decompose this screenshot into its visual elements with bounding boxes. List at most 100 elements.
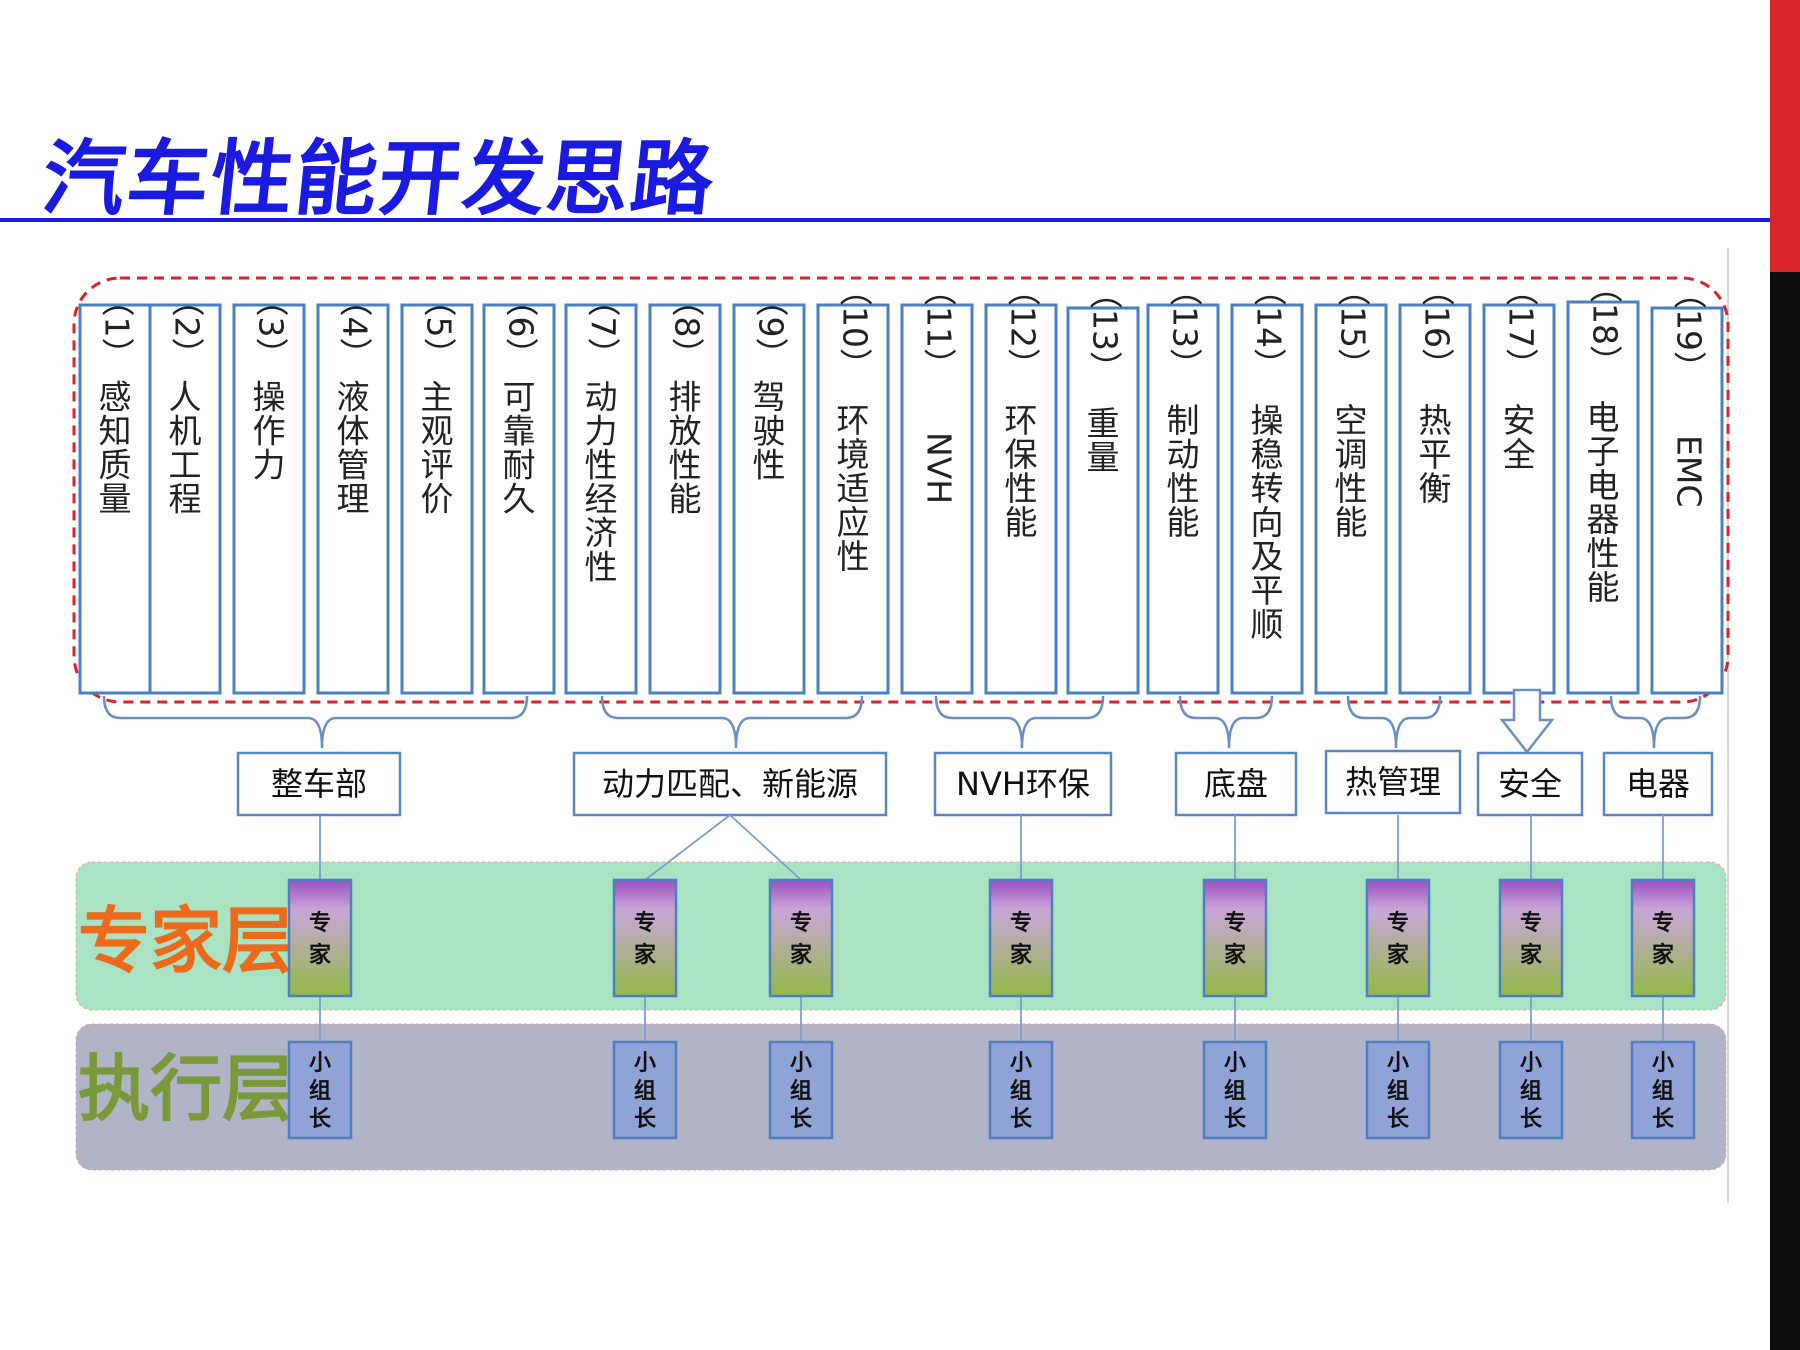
grouping-braces xyxy=(102,688,1702,755)
expert-cell-label: 家 xyxy=(1387,942,1410,968)
perf-item-box xyxy=(482,303,556,695)
leader-cell-box xyxy=(768,1040,834,1140)
perf-item: （8）排放性能 xyxy=(648,284,722,695)
perf-item-number: （18） xyxy=(1586,270,1625,378)
leader-cell-box xyxy=(1202,1040,1268,1140)
department-box: 热管理 xyxy=(1324,749,1462,815)
leader-cell: 小组长 xyxy=(287,1040,353,1140)
leader-cell-label: 长 xyxy=(1010,1107,1033,1132)
perf-item-number: （13） xyxy=(1166,273,1205,381)
perf-item-label: 制动性能 xyxy=(1167,401,1200,542)
leader-cell-box xyxy=(1498,1040,1564,1140)
department-label: 动力匹配、新能源 xyxy=(602,765,858,803)
leader-cell-label: 小 xyxy=(1652,1051,1674,1076)
expert-cell: 专家 xyxy=(1202,878,1268,998)
perf-item-label: 安全 xyxy=(1503,401,1536,474)
group-brace xyxy=(1346,695,1442,749)
perf-item-label: 液体管理 xyxy=(337,377,370,518)
leader-cell-box xyxy=(988,1040,1054,1140)
perf-item-label: 环保性能 xyxy=(1005,401,1038,542)
leader-cell: 小组长 xyxy=(612,1040,678,1140)
leader-cell: 小组长 xyxy=(768,1040,834,1140)
perf-item-label: 排放性能 xyxy=(669,377,702,518)
perf-item: （13） 制动性能 xyxy=(1146,273,1220,695)
expert-cell-label: 专 xyxy=(1010,910,1032,936)
perf-item-box xyxy=(732,303,806,695)
group-brace xyxy=(1609,695,1702,749)
leader-cell-label: 小 xyxy=(309,1051,331,1076)
perf-item-label: EMC xyxy=(1670,435,1709,507)
leader-cell-label: 组 xyxy=(1224,1078,1246,1104)
leader-cell-label: 组 xyxy=(790,1078,812,1104)
perf-item: （11）NVH xyxy=(900,273,974,695)
perf-item: （19）EMC xyxy=(1650,276,1724,695)
leader-cell-box xyxy=(1630,1040,1696,1140)
perf-item: （9）驾驶性 xyxy=(732,284,806,695)
perf-item: （18） 电子电器性能 xyxy=(1566,270,1640,695)
leader-cell-label: 长 xyxy=(309,1107,332,1132)
expert-cell: 专家 xyxy=(768,878,834,998)
perf-item-label: 重量 xyxy=(1087,404,1120,477)
expert-cell: 专家 xyxy=(612,878,678,998)
perf-item-number: （13） xyxy=(1086,276,1125,384)
leader-cell-label: 长 xyxy=(1387,1107,1410,1132)
connector-lines xyxy=(319,814,1664,1042)
leader-cell-label: 小 xyxy=(1520,1051,1542,1076)
expert-cell-label: 专 xyxy=(634,910,656,936)
perf-item-number: （17） xyxy=(1502,273,1541,381)
department-box: 动力匹配、新能源 xyxy=(572,751,888,817)
perf-item-number: （15） xyxy=(1334,273,1373,381)
perf-item-box xyxy=(816,303,890,695)
leader-cell-label: 小 xyxy=(634,1051,656,1076)
perf-item: （6）可靠耐久 xyxy=(482,284,556,695)
leader-cell-label: 小 xyxy=(1224,1051,1246,1076)
perf-item-box xyxy=(1066,306,1140,695)
department-frame xyxy=(933,751,1113,817)
leader-cell: 小组长 xyxy=(1498,1040,1564,1140)
perf-item: （5）主观评价 xyxy=(400,284,474,695)
leader-cell: 小组长 xyxy=(988,1040,1054,1140)
perf-item-box xyxy=(232,303,306,695)
expert-layer-band xyxy=(75,861,1727,1011)
accent-bar-red xyxy=(1770,0,1800,272)
expert-cell-label: 专 xyxy=(1520,910,1542,936)
perf-item-box xyxy=(316,303,390,695)
perf-item-number: （6） xyxy=(502,284,541,371)
perf-item-box xyxy=(1314,303,1388,695)
perf-item-label: 人机工程 xyxy=(169,377,202,518)
expert-cell-box xyxy=(612,878,678,998)
expert-cell-box xyxy=(287,878,353,998)
expert-cell: 专家 xyxy=(1630,878,1696,998)
leader-cell-label: 小 xyxy=(1387,1051,1409,1076)
expert-cell-label: 专 xyxy=(790,910,812,936)
expert-cell-label: 家 xyxy=(1652,942,1675,968)
leader-cell: 小组长 xyxy=(1630,1040,1696,1140)
accent-bar-black xyxy=(1770,272,1800,1350)
expert-cell-label: 家 xyxy=(634,942,657,968)
expert-cell-label: 家 xyxy=(1224,942,1247,968)
leader-cell-label: 组 xyxy=(1652,1078,1674,1104)
group-brace xyxy=(600,695,864,749)
exec-layer-label: 执行层 xyxy=(78,1047,294,1131)
exec-layer-band xyxy=(75,1023,1727,1171)
perf-item-box xyxy=(148,303,222,695)
department-box: 底盘 xyxy=(1174,751,1298,817)
expert-cell-label: 专 xyxy=(1652,910,1674,936)
leader-cell-label: 长 xyxy=(790,1107,813,1132)
perf-item: （3）操作力 xyxy=(232,284,306,695)
department-frame xyxy=(572,751,888,817)
down-arrow-icon xyxy=(1499,688,1555,755)
expert-cell-label: 家 xyxy=(1520,942,1543,968)
perf-item-number: （14） xyxy=(1250,273,1289,381)
expert-cell: 专家 xyxy=(287,878,353,998)
expert-cell-label: 专 xyxy=(1387,910,1409,936)
perf-item-label: 环境适应性 xyxy=(837,401,870,576)
expert-cell: 专家 xyxy=(1365,878,1431,998)
leader-cell: 小组长 xyxy=(1202,1040,1268,1140)
perf-item-label: 主观评价 xyxy=(421,377,454,518)
perf-item: （14）操稳转向及平顺 xyxy=(1230,273,1304,695)
perf-item-label: 电子电器性能 xyxy=(1587,398,1620,607)
leader-cell: 小组长 xyxy=(1365,1040,1431,1140)
expert-layer-label: 专家层 xyxy=(78,899,294,983)
